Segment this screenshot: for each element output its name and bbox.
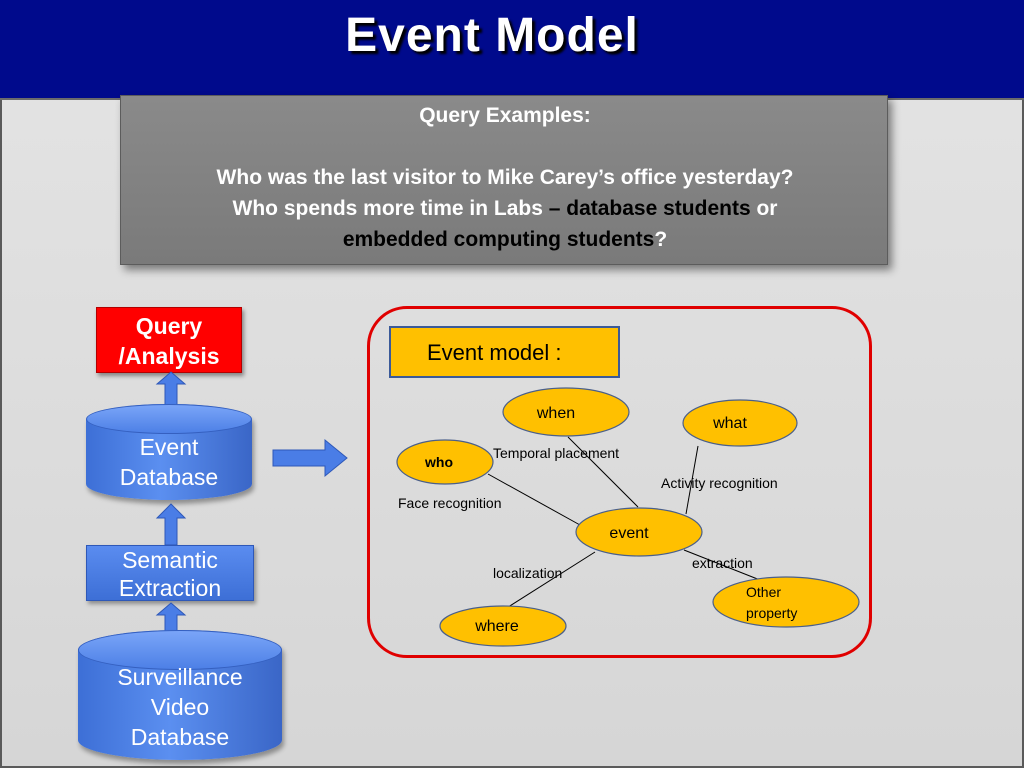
edge-when-event xyxy=(567,436,639,508)
query-example-2-part1: Who spends more time in Labs xyxy=(232,197,549,220)
node-event-label: event xyxy=(609,525,649,542)
semantic-line2: Extraction xyxy=(118,575,222,601)
semantic-line1: Semantic xyxy=(122,547,218,573)
surv-line1: Surveillance xyxy=(117,664,243,690)
edge-label-activity: Activity recognition xyxy=(661,475,778,491)
surv-line3: Database xyxy=(130,724,230,750)
event-model-label: Event model : xyxy=(389,326,620,378)
edge-what-event xyxy=(685,445,699,515)
query-examples-box: Query Examples: Who was the last visitor… xyxy=(120,95,888,265)
event-model-frame xyxy=(367,306,872,658)
surv-line2: Video xyxy=(150,694,210,720)
query-example-3-part1: embedded computing students xyxy=(342,228,655,251)
node-other-label-1: Other xyxy=(746,584,781,600)
node-where-label: where xyxy=(474,618,519,635)
node-what xyxy=(682,399,798,447)
slide-header: Event Model xyxy=(0,0,1024,100)
edge-label-localization: localization xyxy=(493,565,562,581)
query-example-2-dash: – database students xyxy=(548,197,751,220)
query-example-2: Who spends more time in Labs – database … xyxy=(121,197,889,221)
event-db-line1: Event xyxy=(139,434,199,460)
cylinder-top xyxy=(86,404,252,434)
node-what-label: what xyxy=(712,415,747,432)
node-when xyxy=(502,387,630,437)
node-other-label-2: property xyxy=(746,605,797,621)
node-event xyxy=(575,507,703,557)
node-other-property xyxy=(712,576,860,628)
slide-title: Event Model xyxy=(345,9,639,62)
event-db-line2: Database xyxy=(119,464,219,490)
edge-label-temporal: Temporal placement xyxy=(493,445,619,461)
edge-label-extraction: extraction xyxy=(692,555,753,571)
node-where xyxy=(439,605,567,647)
edge-other-event xyxy=(683,549,761,581)
edge-who-event xyxy=(487,473,581,526)
surveillance-video-database-cylinder: Surveillance Video Database xyxy=(78,630,282,760)
query-analysis-line1: Query xyxy=(135,313,203,339)
node-who-label: who xyxy=(424,454,453,470)
query-example-1: Who was the last visitor to Mike Carey’s… xyxy=(216,166,794,189)
right-arrow-icon xyxy=(272,438,348,478)
query-example-2-or: or xyxy=(750,197,778,220)
query-example-3: embedded computing students? xyxy=(121,228,889,252)
node-who xyxy=(396,439,494,485)
edge-label-face: Face recognition xyxy=(398,495,502,511)
query-analysis-line2: /Analysis xyxy=(118,343,220,369)
query-examples-heading: Query Examples: xyxy=(419,104,591,127)
query-example-3-qmark: ? xyxy=(654,228,668,251)
cylinder-top xyxy=(78,630,282,670)
edge-where-event xyxy=(504,551,596,610)
query-analysis-box: Query /Analysis xyxy=(96,307,242,373)
event-database-cylinder: Event Database xyxy=(86,404,252,500)
node-when-label: when xyxy=(536,405,575,422)
semantic-extraction-box: Semantic Extraction xyxy=(86,545,254,601)
